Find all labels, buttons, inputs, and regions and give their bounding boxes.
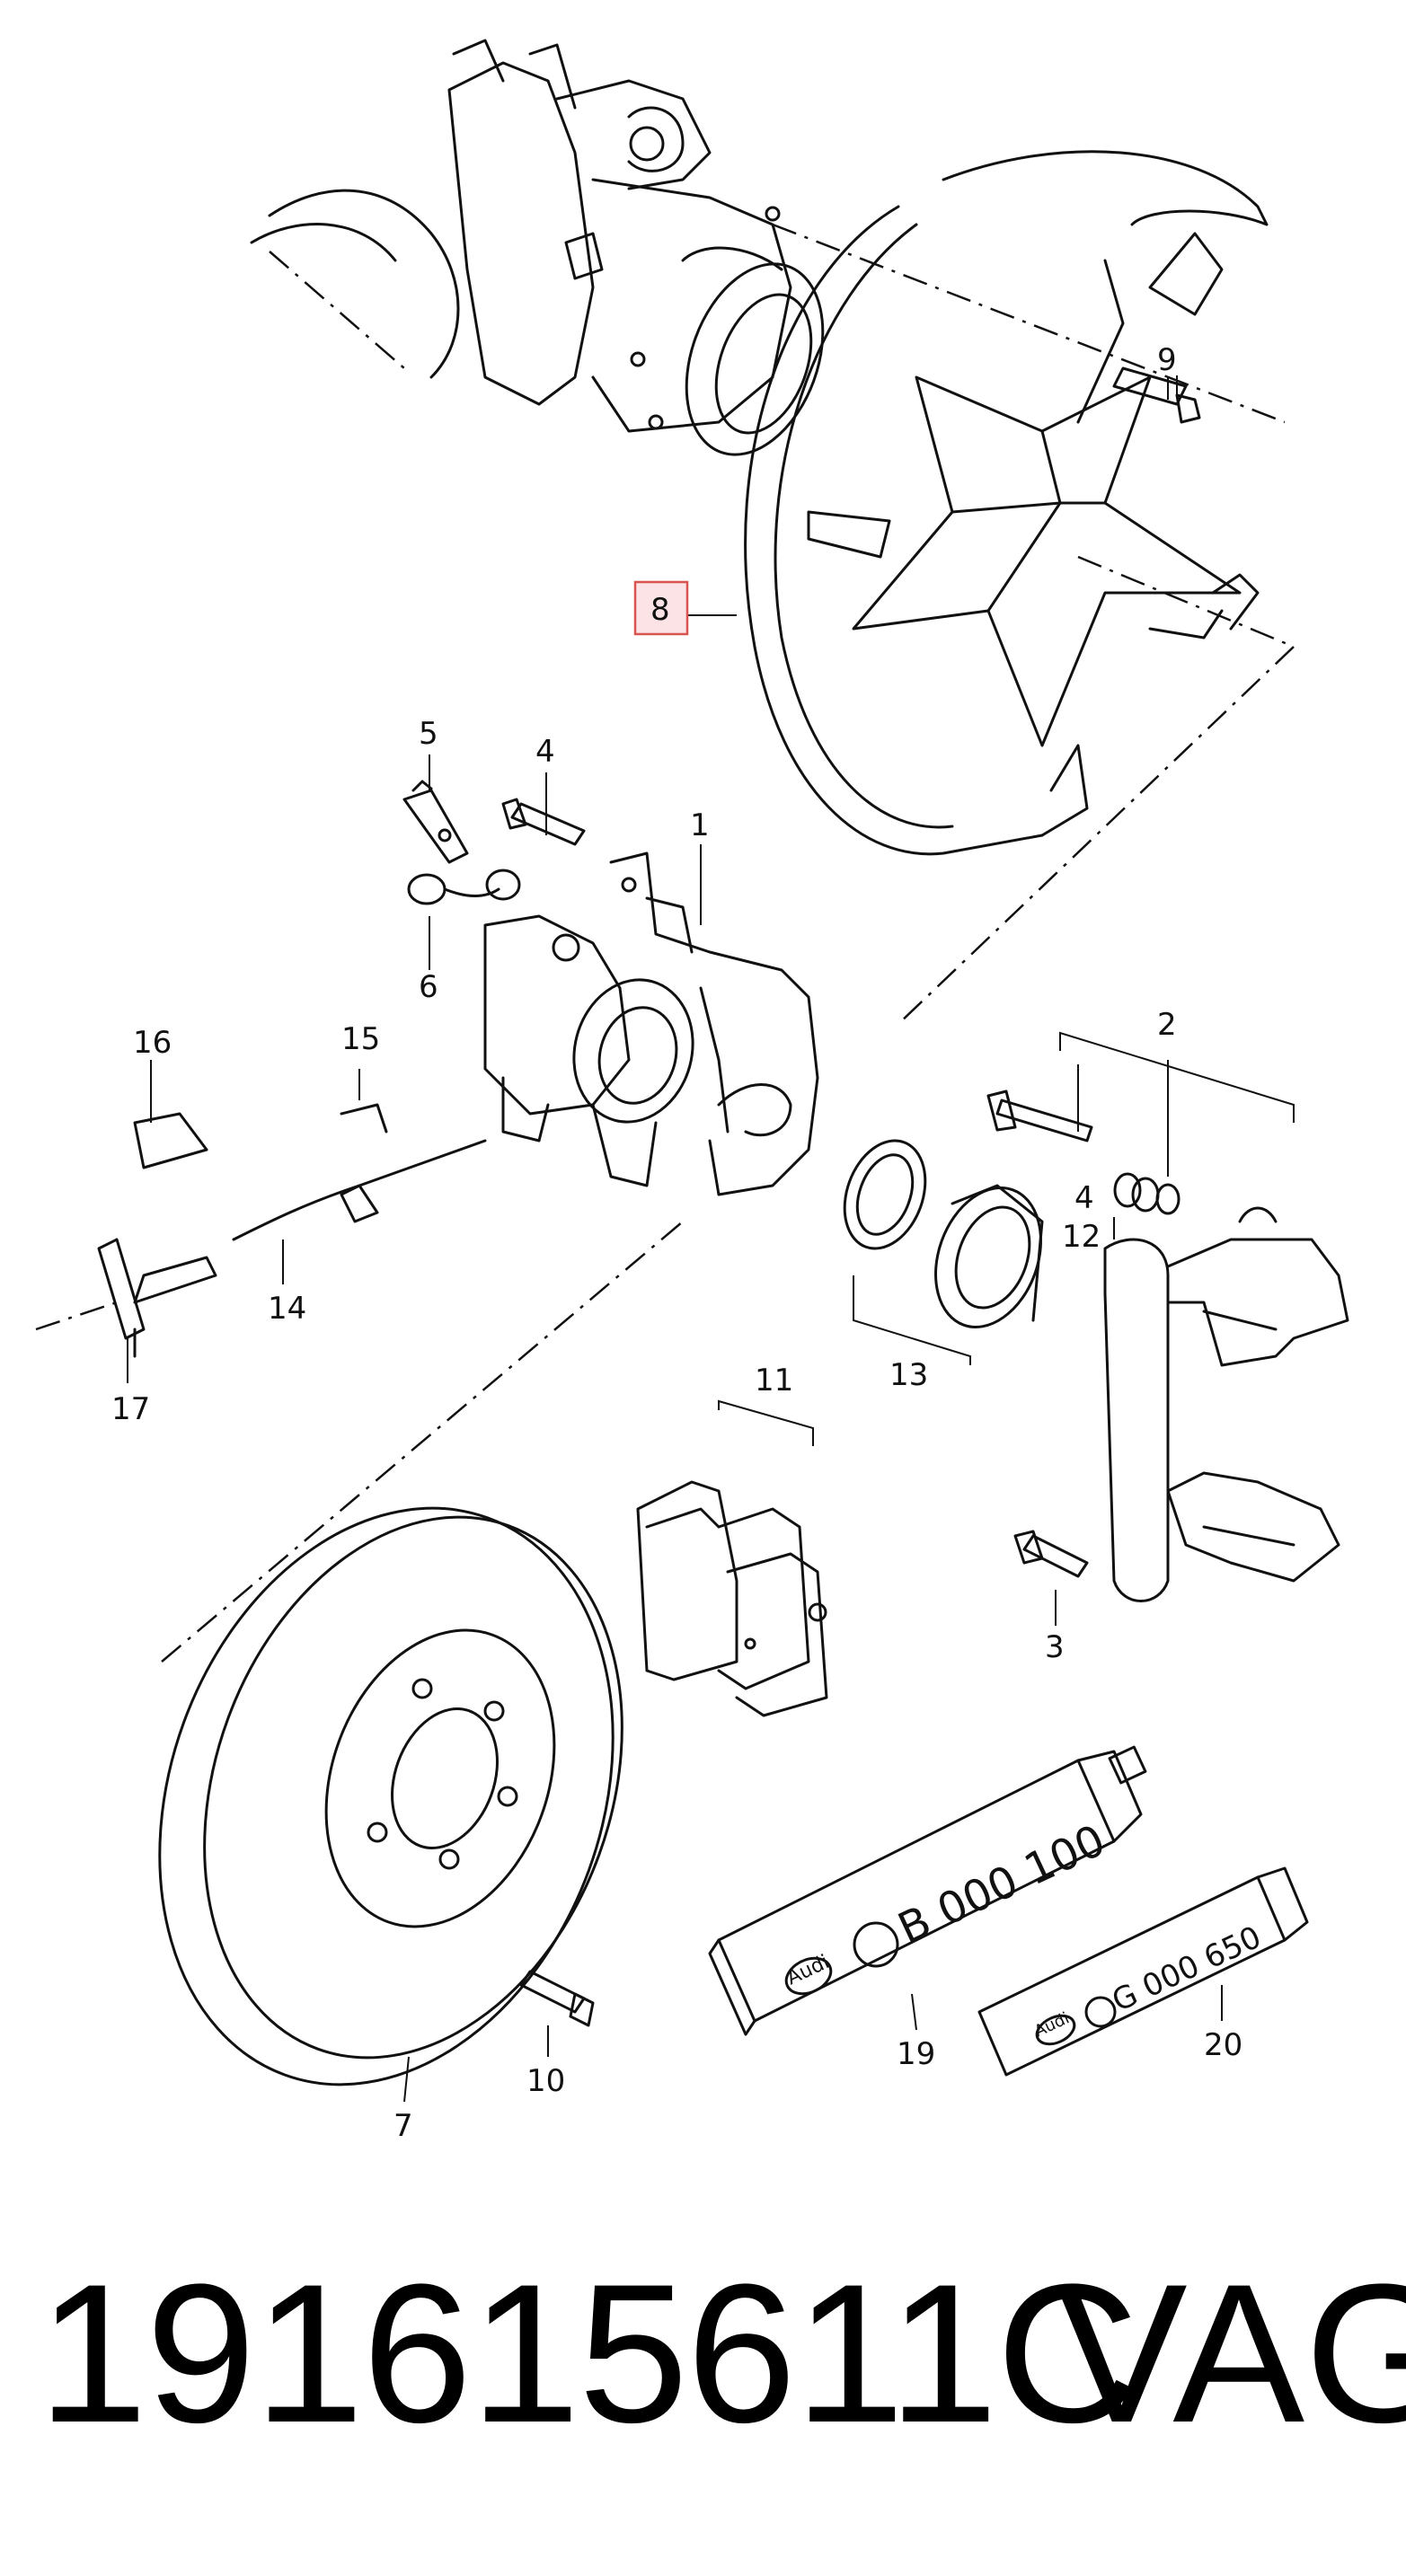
callout-10: 10	[526, 2063, 565, 2099]
callout-4-top: 4	[535, 734, 555, 770]
callout-17: 17	[111, 1391, 150, 1427]
callout-19: 19	[897, 2036, 935, 2072]
footer: 191615611C VAG	[0, 2245, 1406, 2515]
callout-8-highlight	[633, 580, 689, 636]
part-number: 191615611C	[38, 2243, 1139, 2464]
callout-7: 7	[394, 2108, 413, 2144]
leader-lines	[127, 377, 1295, 2103]
splash-shield	[744, 150, 1295, 1025]
bleeder-valve-5	[402, 780, 469, 864]
callout-12: 12	[1062, 1219, 1101, 1255]
steering-knuckle	[250, 39, 1286, 456]
callout-11: 11	[755, 1363, 793, 1398]
callout-13: 13	[889, 1357, 928, 1393]
caliper-housing	[483, 851, 819, 1196]
callout-4-right: 4	[1074, 1180, 1094, 1216]
brake-pads	[636, 1480, 828, 1717]
callout-16: 16	[133, 1025, 172, 1061]
brake-carrier	[1103, 1206, 1349, 1602]
bolt-9	[1112, 366, 1201, 424]
brand-name: VAG	[1056, 2243, 1406, 2464]
screw-10	[519, 1970, 595, 2027]
cap-6	[407, 869, 521, 905]
piston-seal-kit	[843, 1139, 1044, 1328]
tube-small-code: G 000 650	[1107, 1919, 1267, 2019]
wear-sensor-cable	[35, 1103, 487, 1358]
callout-15: 15	[341, 1021, 380, 1057]
callout-14: 14	[268, 1291, 306, 1327]
callout-5: 5	[419, 716, 438, 752]
callout-labels: 1 2 3 4 4 5 6 7 8 9 10 11 12 13 14 15 16…	[111, 342, 1242, 2144]
bolt-3	[1013, 1530, 1089, 1578]
tube-small-brand: Audi	[1031, 2009, 1072, 2042]
callout-1: 1	[690, 807, 710, 843]
callout-20: 20	[1204, 2027, 1242, 2063]
grease-tube-large: Audi B 000 100	[708, 1745, 1147, 2036]
brake-disc	[158, 1221, 684, 2086]
bolt-4-top	[501, 798, 586, 846]
callout-3: 3	[1045, 1629, 1065, 1665]
callout-9: 9	[1157, 342, 1177, 378]
exploded-brake-diagram: Audi B 000 100 Audi G 000 650	[35, 39, 1349, 2144]
callout-2: 2	[1157, 1007, 1177, 1043]
callout-8: 8	[650, 592, 670, 628]
guide-bolt-and-sleeves	[986, 1090, 1181, 1215]
callout-6: 6	[419, 969, 438, 1005]
